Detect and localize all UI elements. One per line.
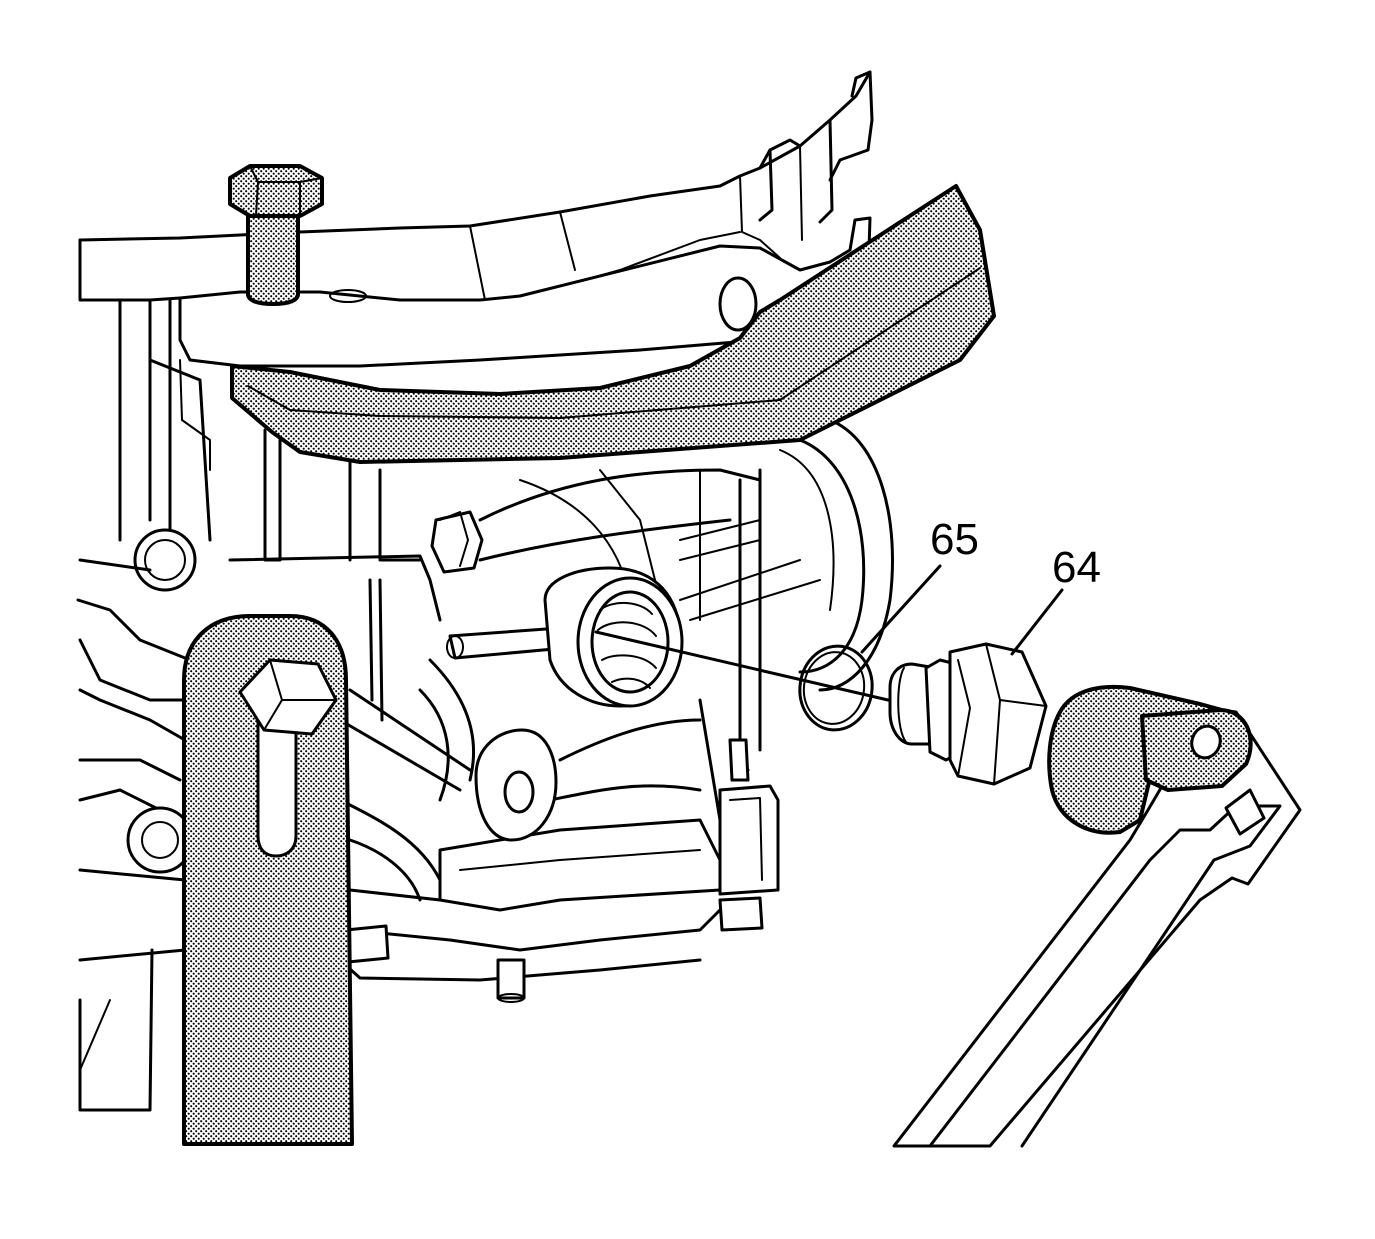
lifting-bar (230, 184, 996, 464)
drain-plug (888, 642, 1048, 786)
support-bar (182, 614, 354, 1146)
top-bolt (228, 164, 324, 306)
alignment-line (594, 630, 890, 702)
bar-bolt (238, 658, 338, 736)
callout-label-65: 65 (930, 515, 979, 564)
lower-boss (474, 728, 558, 842)
callout-leader-64 (1010, 588, 1064, 656)
engine-housing (76, 70, 894, 1112)
callout-leader-65 (860, 564, 942, 654)
callout-label-64: 64 (1052, 543, 1101, 592)
o-ring (798, 644, 874, 732)
ratchet-wrench (892, 684, 1302, 1148)
